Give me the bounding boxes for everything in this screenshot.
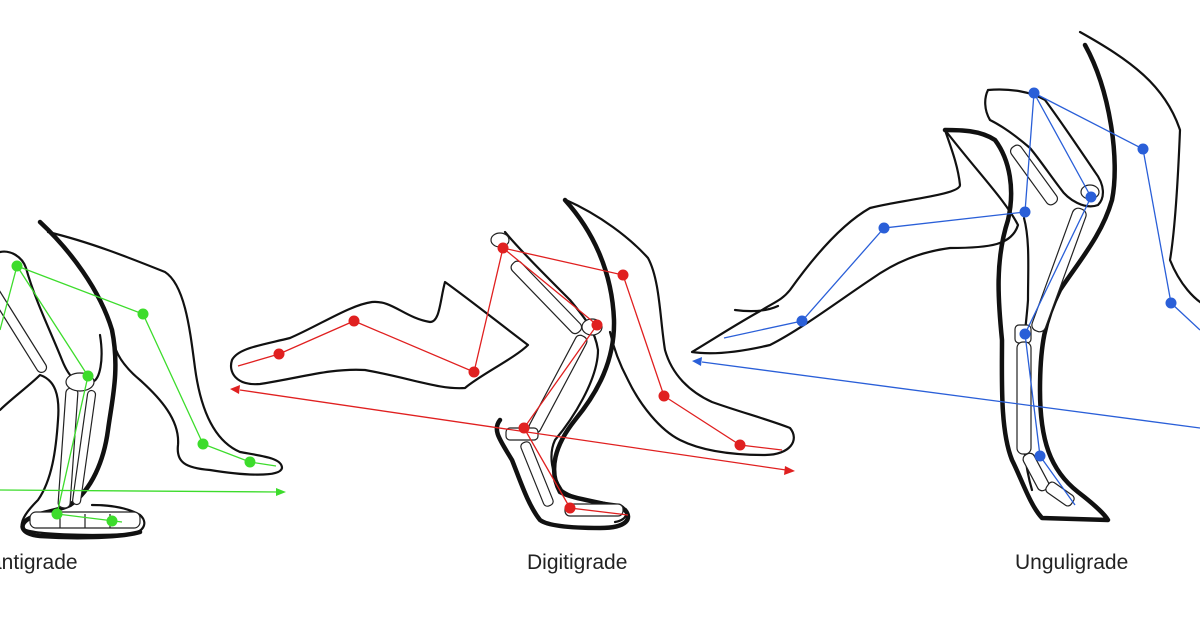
plantigrade-front-leg-back-outline <box>0 373 146 537</box>
plantigrade-front-leg-outline <box>0 250 103 384</box>
unguligrade-motion-arrow-line <box>701 361 1200 429</box>
digitigrade-label: Digitigrade <box>527 551 628 574</box>
unguligrade-thick-outline <box>942 42 1117 523</box>
digitigrade-motion-arrow-line <box>239 389 787 471</box>
plantigrade-joint-knee <box>82 370 94 382</box>
unguligrade-joint-raised-knee <box>1019 206 1031 218</box>
unguligrade-femur-bone <box>1009 144 1059 206</box>
unguligrade-figure <box>690 30 1200 523</box>
plantigrade-joint-hip <box>11 260 23 272</box>
plantigrade-skeleton-lines <box>0 264 279 523</box>
unguligrade-joint-rear-knee <box>1137 143 1149 155</box>
unguligrade-joint-hip <box>1028 87 1040 99</box>
unguligrade-raised-skeleton <box>723 92 1035 339</box>
unguligrade-joint-rear-hock <box>1165 297 1177 309</box>
digitigrade-femur-bone <box>510 260 583 335</box>
plantigrade-label: antigrade <box>0 551 78 574</box>
digitigrade-motion-arrowhead-left <box>230 385 240 394</box>
digitigrade-joint-rear-toe <box>734 439 746 451</box>
digitigrade-joint-rear-knee <box>617 269 629 281</box>
plantigrade-joint-rear-ankle <box>197 438 209 450</box>
unguligrade-cannon-bone <box>1016 341 1032 455</box>
digitigrade-thick-outline <box>494 197 631 531</box>
plantigrade-rear-leg-outline <box>46 230 284 476</box>
digitigrade-raised-leg-outline <box>229 280 530 390</box>
plantigrade-motion-arrow-line <box>0 489 279 493</box>
unguligrade-joint-raised-hock <box>878 222 890 234</box>
plantigrade-motion-arrowhead <box>276 488 286 496</box>
unguligrade-bent-leg-outline <box>984 88 1104 208</box>
plantigrade-figure <box>0 219 286 540</box>
digitigrade-motion-arrowhead-right <box>784 466 795 475</box>
digitigrade-joint-toe <box>564 502 576 514</box>
unguligrade-tibia-bone <box>1031 207 1087 333</box>
digitigrade-joint-dots <box>273 242 746 514</box>
unguligrade-joint-knee <box>1085 191 1097 203</box>
unguligrade-joint-hock <box>1019 328 1031 340</box>
digitigrade-joint-raised-knee <box>468 366 480 378</box>
unguligrade-label: Unguligrade <box>1015 551 1129 574</box>
unguligrade-raised-leg-outline <box>690 128 1020 355</box>
digitigrade-joint-raised-toe <box>273 348 285 360</box>
plantigrade-joint-rear-knee <box>137 308 149 320</box>
unguligrade-joint-dots <box>796 87 1177 462</box>
digitigrade-figure <box>229 197 795 531</box>
plantigrade-fibula-bone <box>72 389 97 506</box>
unguligrade-motion-arrowhead <box>692 357 702 366</box>
unguligrade-skeleton-lines <box>701 92 1200 506</box>
digitigrade-skeleton-lines <box>237 247 787 516</box>
digitigrade-rear-leg-outline <box>564 198 795 457</box>
digitigrade-joint-raised-ankle <box>348 315 360 327</box>
unguligrade-joint-raised-fetlock <box>796 315 808 327</box>
digitigrade-joint-hip <box>497 242 509 254</box>
plantigrade-femur-bone <box>0 276 48 374</box>
plantigrade-joint-toe <box>106 515 118 527</box>
plantigrade-joint-ankle <box>51 508 63 520</box>
digitigrade-joint-rear-ankle <box>658 390 670 402</box>
digitigrade-metatarsal-bone <box>520 441 554 507</box>
unguligrade-joint-fetlock <box>1034 450 1046 462</box>
unguligrade-rear-skeleton <box>1033 92 1200 331</box>
unguligrade-rear-outline <box>1078 30 1200 304</box>
plantigrade-joint-dots <box>11 260 256 527</box>
digitigrade-joint-ankle <box>518 422 530 434</box>
plantigrade-joint-rear-toe <box>244 456 256 468</box>
digitigrade-joint-knee <box>591 319 603 331</box>
